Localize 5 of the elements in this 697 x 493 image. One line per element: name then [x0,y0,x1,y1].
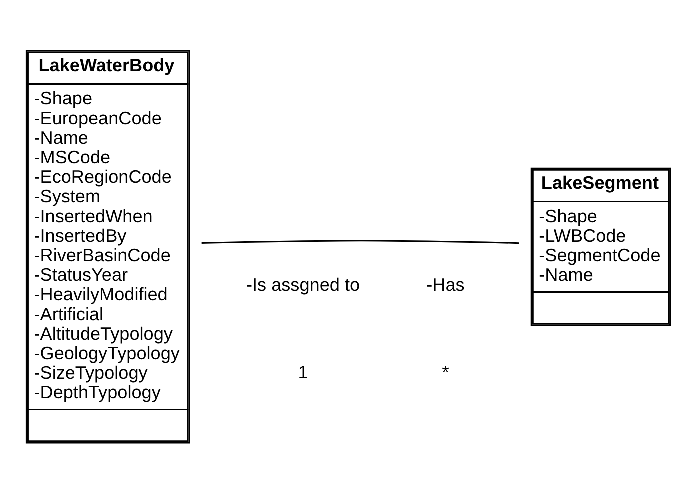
label: -Has [426,274,465,294]
label: 1 [298,362,308,382]
connector [202,240,520,244]
label: -Is assgned to [246,274,360,294]
label: * [442,362,450,382]
